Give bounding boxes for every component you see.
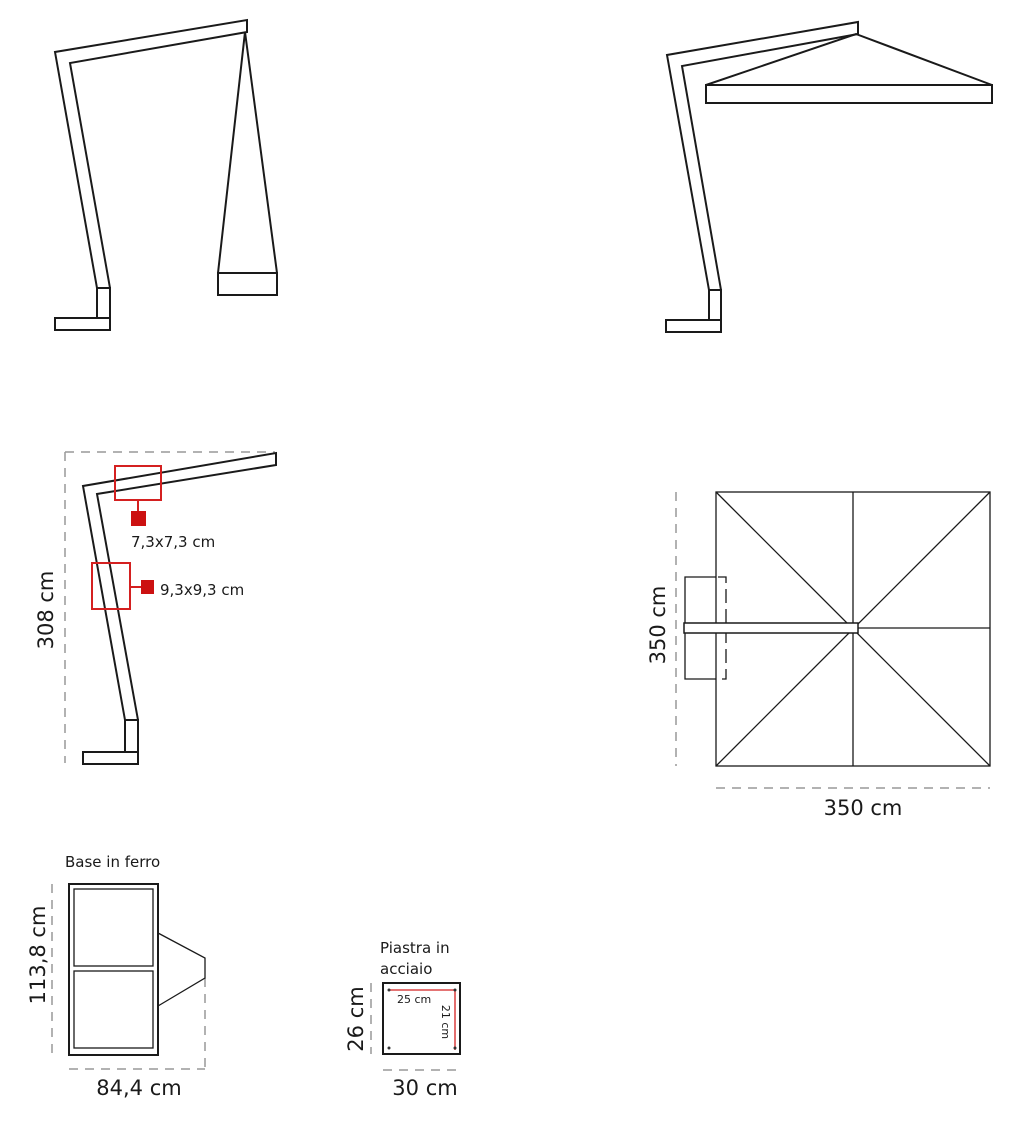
steel-plate-plan: Piastra in acciaio 25 cm 21 cm 26 cm 30 … (344, 939, 461, 1100)
pole-section-icon (141, 580, 154, 594)
base-height-label: 113,8 cm (26, 906, 50, 1005)
canopy-top-view: 350 cm 350 cm (646, 491, 991, 820)
arm-section-label: 7,3x7,3 cm (131, 533, 215, 551)
width-dimension-label: 350 cm (824, 796, 903, 820)
arm-section-icon (131, 511, 146, 526)
closed-umbrella-elevation (53, 18, 278, 331)
hole-spacing-y-label: 21 cm (439, 1005, 452, 1039)
hole-spacing-x-label: 25 cm (397, 993, 431, 1006)
height-dimension-label: 308 cm (34, 571, 58, 650)
frame-side-view: 7,3x7,3 cm 9,3x9,3 cm 308 cm (34, 451, 277, 765)
base-width-label: 84,4 cm (96, 1076, 181, 1100)
pole-section-label: 9,3x9,3 cm (160, 581, 244, 599)
base-title: Base in ferro (65, 853, 160, 871)
arm-section-marker (114, 465, 162, 501)
open-umbrella-elevation (665, 20, 993, 333)
plate-title-line2: acciaio (380, 960, 432, 978)
depth-dimension-label: 350 cm (646, 586, 670, 665)
plate-title-line1: Piastra in (380, 939, 450, 957)
plate-height-label: 26 cm (344, 986, 368, 1051)
iron-base-plan: Base in ferro 113,8 cm 84,4 cm (26, 853, 206, 1100)
plate-width-label: 30 cm (392, 1076, 457, 1100)
